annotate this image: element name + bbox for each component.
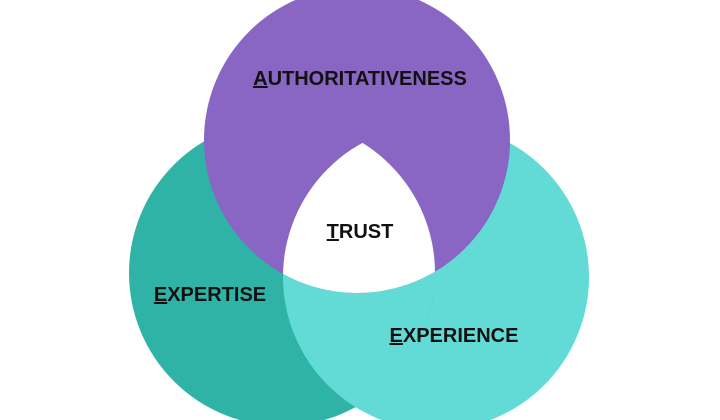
expertise-label: EXPERTISE xyxy=(154,284,266,306)
experience-initial: E xyxy=(390,325,403,347)
experience-label: EXPERIENCE xyxy=(390,325,519,347)
expertise-rest: XPERTISE xyxy=(167,284,266,306)
trust-initial: T xyxy=(327,221,339,243)
authoritativeness-initial: A xyxy=(253,68,267,90)
trust-region-group xyxy=(283,124,435,293)
trust-label: TRUST xyxy=(327,221,394,243)
expertise-initial: E xyxy=(154,284,167,306)
trust-region xyxy=(283,124,435,293)
trust-rest: RUST xyxy=(339,221,393,243)
authoritativeness-label: AUTHORITATIVENESS xyxy=(253,68,467,90)
authoritativeness-rest: UTHORITATIVENESS xyxy=(268,68,467,90)
experience-rest: XPERIENCE xyxy=(403,325,519,347)
